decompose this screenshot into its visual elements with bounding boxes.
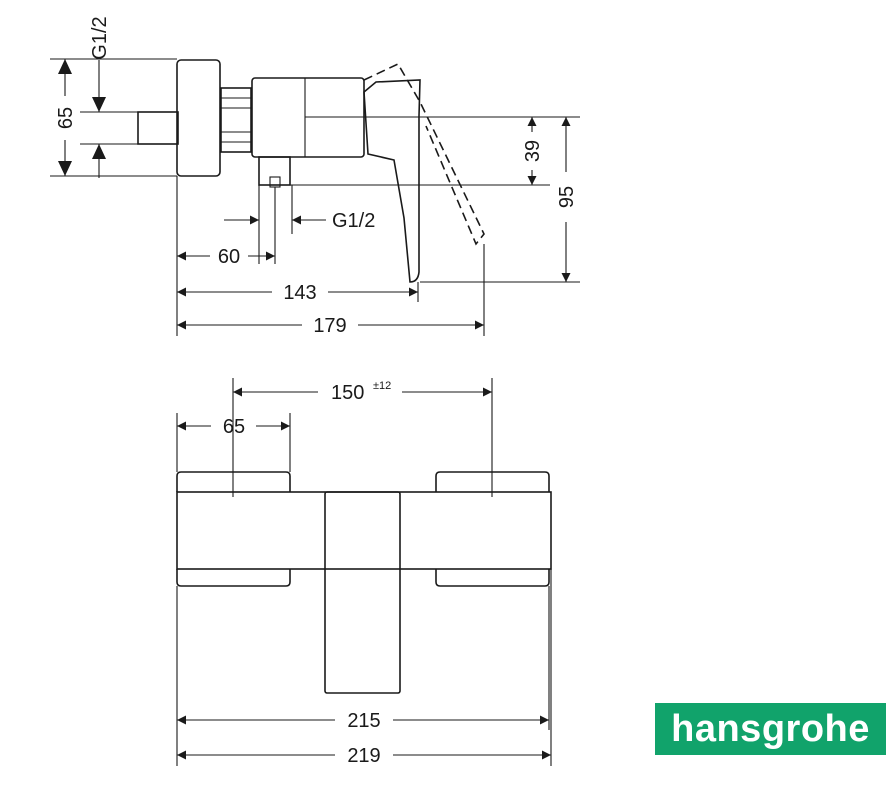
dim-95: 95 [556, 186, 578, 208]
lever-alt-position [363, 62, 485, 246]
dim-150: 150 [331, 382, 364, 404]
brand-name: hansgrohe [671, 707, 870, 750]
left-bottom-cap [176, 569, 291, 587]
lever-front [324, 491, 401, 694]
thread-top-label: G1/2 [89, 16, 111, 59]
outlet-connector [258, 156, 291, 193]
lever-handle [363, 79, 421, 283]
inlet-pipe [137, 111, 179, 145]
mixer-body-front [176, 491, 552, 570]
dim-39: 39 [522, 140, 544, 162]
side-view: 65 G1/2 G1/2 60 143 179 39 95 [50, 16, 580, 337]
dim-65-side: 65 [55, 107, 77, 129]
hex-nut [220, 87, 252, 153]
dim-179: 179 [313, 315, 346, 337]
dim-60: 60 [218, 246, 240, 268]
dim-219: 219 [347, 745, 380, 767]
dim-150-tolerance: ±12 [373, 380, 391, 392]
dim-65-front: 65 [223, 416, 245, 438]
thread-bottom-label: G1/2 [332, 210, 375, 232]
front-view: 150 ±12 65 215 219 [176, 378, 552, 767]
right-bottom-cap [435, 569, 550, 587]
dim-143: 143 [283, 282, 316, 304]
brand-logo: hansgrohe [655, 703, 886, 755]
dim-215: 215 [347, 710, 380, 732]
wall-escutcheon [176, 59, 221, 177]
